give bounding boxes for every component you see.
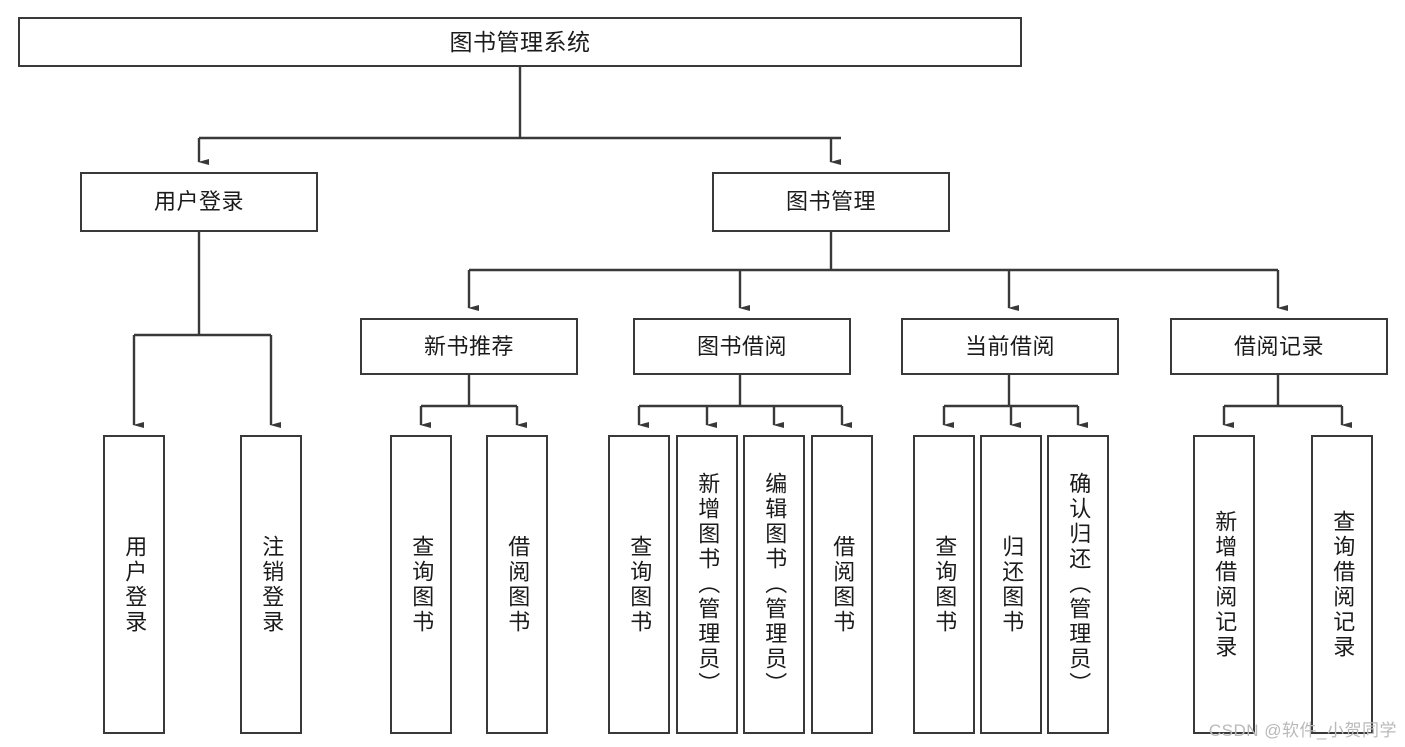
leaf-recommend-query-book[interactable]: 查询图书 bbox=[390, 435, 452, 734]
leaf-current-query-book[interactable]: 查询图书 bbox=[913, 435, 975, 734]
leaf-logout[interactable]: 注销登录 bbox=[240, 435, 302, 734]
leaf-record-add[interactable]: 新增借阅记录 bbox=[1193, 435, 1255, 734]
node-book-borrow[interactable]: 图书借阅 bbox=[633, 318, 851, 375]
leaf-record-query[interactable]: 查询借阅记录 bbox=[1311, 435, 1373, 734]
node-label: 新书推荐 bbox=[423, 333, 514, 359]
node-current-borrow[interactable]: 当前借阅 bbox=[901, 318, 1119, 375]
node-label: 借阅记录 bbox=[1233, 333, 1324, 359]
node-borrow-record[interactable]: 借阅记录 bbox=[1170, 318, 1388, 375]
node-label: 查询借阅记录 bbox=[1330, 509, 1356, 660]
leaf-current-return-book[interactable]: 归还图书 bbox=[980, 435, 1042, 734]
node-label: 借阅图书 bbox=[505, 534, 531, 635]
watermark: CSDN @软件_小贺同学 bbox=[1208, 721, 1397, 740]
node-new-book-recommend[interactable]: 新书推荐 bbox=[360, 318, 578, 375]
node-label: 当前借阅 bbox=[964, 333, 1055, 359]
node-label: 查询图书 bbox=[932, 534, 958, 635]
node-label: 用户登录 bbox=[153, 189, 244, 215]
leaf-user-login[interactable]: 用户登录 bbox=[103, 435, 165, 734]
node-label: 图书借阅 bbox=[696, 333, 787, 359]
node-label: 图书管理系统 bbox=[449, 28, 591, 55]
leaf-recommend-borrow-book[interactable]: 借阅图书 bbox=[486, 435, 548, 734]
node-label: 用户登录 bbox=[122, 534, 148, 635]
node-user-login[interactable]: 用户登录 bbox=[80, 172, 318, 232]
node-label: 新增图书（管理员） bbox=[695, 472, 721, 697]
node-root-system[interactable]: 图书管理系统 bbox=[18, 17, 1022, 67]
node-label: 注销登录 bbox=[259, 534, 285, 635]
leaf-borrow-query-book[interactable]: 查询图书 bbox=[608, 435, 670, 734]
node-label: 图书管理 bbox=[785, 189, 876, 215]
node-label: 归还图书 bbox=[999, 534, 1025, 635]
node-label: 查询图书 bbox=[409, 534, 435, 635]
node-label: 新增借阅记录 bbox=[1212, 509, 1238, 660]
leaf-borrow-borrow-book[interactable]: 借阅图书 bbox=[811, 435, 873, 734]
leaf-current-confirm-return-admin[interactable]: 确认归还（管理员） bbox=[1047, 435, 1109, 734]
node-label: 借阅图书 bbox=[830, 534, 856, 635]
leaf-borrow-edit-book-admin[interactable]: 编辑图书（管理员） bbox=[743, 435, 805, 734]
node-book-management[interactable]: 图书管理 bbox=[712, 172, 950, 232]
node-label: 编辑图书（管理员） bbox=[762, 472, 788, 697]
node-label: 查询图书 bbox=[627, 534, 653, 635]
node-label: 确认归还（管理员） bbox=[1066, 472, 1092, 697]
leaf-borrow-add-book-admin[interactable]: 新增图书（管理员） bbox=[676, 435, 738, 734]
